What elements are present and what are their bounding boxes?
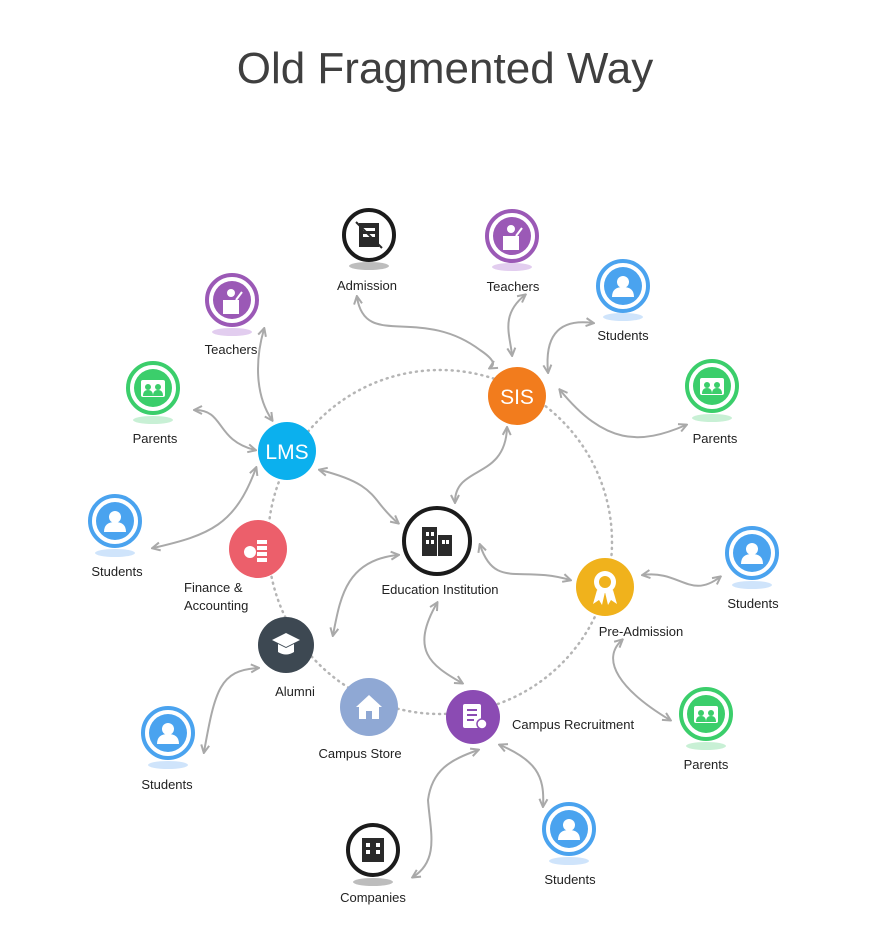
arrow-teachers-lms <box>257 329 272 420</box>
arrow-education-preadmission <box>480 545 570 580</box>
arrow-admission-sis <box>357 297 493 368</box>
finance-accounting-node[interactable]: Finance & Accounting <box>184 520 287 613</box>
teachers-left-label: Teachers <box>205 342 258 357</box>
parents-icon <box>141 380 165 397</box>
arrow-companies-recruitment <box>413 750 478 877</box>
campus-recruitment-node[interactable]: Campus Recruitment <box>446 690 634 744</box>
building-icon <box>422 527 452 556</box>
admission-node[interactable]: Admission <box>337 208 397 293</box>
page-title: Old Fragmented Way <box>236 44 654 93</box>
resume-icon <box>463 704 488 730</box>
lms-label: LMS <box>265 441 308 464</box>
arrow-sis-education <box>455 428 507 502</box>
arrow-students-alumni <box>204 668 258 752</box>
companies-label: Companies <box>340 890 406 905</box>
house-icon <box>356 695 382 719</box>
students-right-node[interactable]: Students <box>725 526 779 611</box>
parents-right-label: Parents <box>693 431 738 446</box>
arrow-students-sis <box>548 322 593 372</box>
parents-bottom-right-label: Parents <box>684 757 729 772</box>
coins-icon <box>244 540 267 562</box>
teachers-top-node[interactable]: Teachers <box>485 209 540 294</box>
campus-store-label: Campus Store <box>318 746 401 761</box>
admission-label: Admission <box>337 278 397 293</box>
admission-form-icon <box>355 221 383 249</box>
arrow-parents-lms <box>195 410 255 450</box>
education-institution-label: Education Institution <box>381 582 498 597</box>
arrow-teachers-sis <box>508 295 525 355</box>
finance-label-line1: Finance & <box>184 580 243 595</box>
alumni-node[interactable]: Alumni <box>258 617 315 699</box>
students-left-node[interactable]: Students <box>88 494 143 579</box>
students-right-label: Students <box>727 596 779 611</box>
parents-left-label: Parents <box>133 431 178 446</box>
students-bottom-left-node[interactable]: Students <box>141 706 195 792</box>
arrow-parents-preadmission <box>612 640 670 720</box>
students-left-label: Students <box>91 564 143 579</box>
parents-left-node[interactable]: Parents <box>126 361 180 446</box>
students-bottom-node[interactable]: Students <box>542 802 596 887</box>
sis-label: SIS <box>500 386 534 409</box>
teachers-left-node[interactable]: Teachers <box>205 273 259 357</box>
arrow-lms-education <box>320 470 398 523</box>
companies-building-icon <box>362 838 384 862</box>
students-bottom-left-label: Students <box>141 777 193 792</box>
parents-right-node[interactable]: Parents <box>685 359 739 446</box>
sis-hub[interactable]: SIS <box>488 367 546 425</box>
campus-recruitment-label: Campus Recruitment <box>512 717 634 732</box>
students-bottom-label: Students <box>544 872 596 887</box>
lms-hub[interactable]: LMS <box>258 422 316 480</box>
graduation-cap-icon <box>272 633 300 655</box>
alumni-label: Alumni <box>275 684 315 699</box>
companies-node[interactable]: Companies <box>340 823 406 905</box>
pre-admission-node[interactable]: Pre-Admission <box>576 558 683 639</box>
award-badge-icon <box>593 571 617 605</box>
arrow-education-recruitment <box>423 603 462 683</box>
connection-arrows <box>153 295 720 877</box>
arrow-students-recruitment <box>500 745 543 806</box>
parents-bottom-right-node[interactable]: Parents <box>679 687 733 772</box>
students-top-right-label: Students <box>597 328 649 343</box>
arrow-parents-sis <box>560 390 686 439</box>
arrow-students-preadmission <box>643 574 720 587</box>
teachers-top-label: Teachers <box>487 279 540 294</box>
campus-store-node[interactable]: Campus Store <box>318 678 402 761</box>
finance-label-line2: Accounting <box>184 598 248 613</box>
students-top-right-node[interactable]: Students <box>596 259 650 343</box>
parents-icon <box>694 706 718 723</box>
arrow-students-lms <box>153 468 256 548</box>
education-institution-node[interactable]: Education Institution <box>381 506 499 597</box>
arrow-education-alumni <box>333 555 398 635</box>
parents-icon <box>700 378 724 395</box>
pre-admission-label: Pre-Admission <box>599 624 684 639</box>
